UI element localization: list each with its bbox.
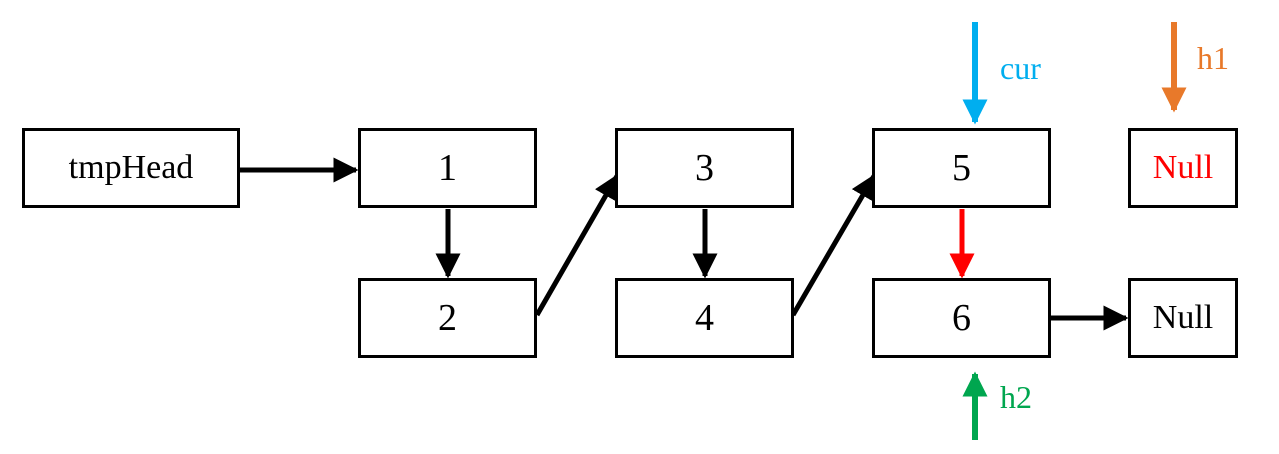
edge-e-2-3 bbox=[534, 173, 620, 317]
node-label: 5 bbox=[952, 147, 971, 189]
node-box-n5: 5 bbox=[872, 128, 1051, 208]
node-label: 3 bbox=[695, 147, 714, 189]
pointer-label-h1: h1 bbox=[1197, 40, 1229, 76]
node-box-n4: 4 bbox=[615, 278, 794, 358]
pointer-label-h2: h2 bbox=[1000, 379, 1032, 415]
node-label: 2 bbox=[438, 297, 457, 339]
node-box-tmpHead: tmpHead bbox=[22, 128, 240, 208]
pointer-label-cur: cur bbox=[1000, 50, 1041, 86]
node-box-n3: 3 bbox=[615, 128, 794, 208]
node-box-nullBot: Null bbox=[1128, 278, 1238, 358]
node-label: 6 bbox=[952, 297, 971, 339]
node-label: tmpHead bbox=[68, 149, 194, 186]
node-box-n1: 1 bbox=[358, 128, 537, 208]
node-label: Null bbox=[1152, 149, 1214, 186]
node-label: 1 bbox=[438, 147, 457, 189]
edge-e-4-5 bbox=[790, 173, 877, 317]
node-box-nullTop: Null bbox=[1128, 128, 1238, 208]
node-box-n2: 2 bbox=[358, 278, 537, 358]
node-box-n6: 6 bbox=[872, 278, 1051, 358]
node-label: Null bbox=[1152, 299, 1214, 336]
node-label: 4 bbox=[695, 297, 714, 339]
